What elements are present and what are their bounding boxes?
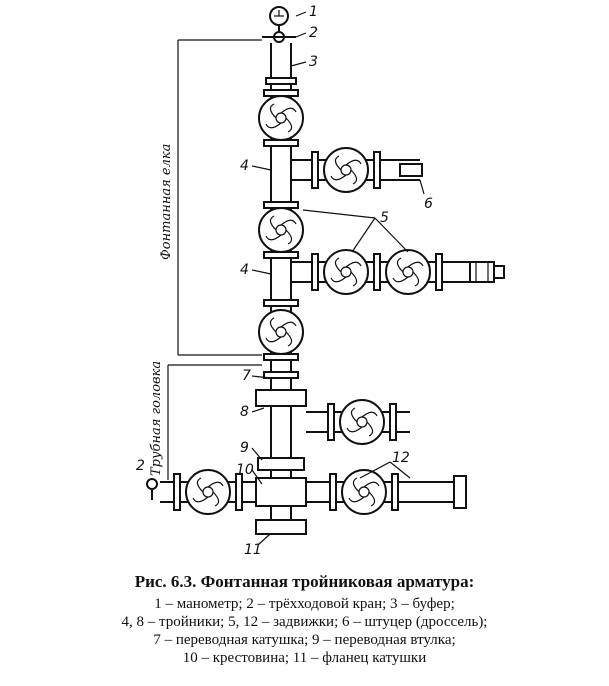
callout-4-lower: 4 [240, 262, 249, 278]
tubing-head-tee [255, 389, 410, 445]
callout-9: 9 [240, 440, 249, 456]
transition-spool [263, 371, 299, 379]
callout-3: 3 [309, 54, 318, 70]
transition-bushing [257, 457, 305, 471]
label-tubing-head: Трубная головка [149, 361, 164, 476]
callout-12: 12 [392, 450, 410, 466]
manometer [269, 6, 289, 33]
three-way-valve-top [262, 31, 296, 43]
lower-tee-branch [291, 249, 470, 295]
caption-line: 7 – переводная катушка; 9 – переводная в… [153, 632, 456, 648]
stem-valve-upper [258, 89, 304, 147]
leader-lines [251, 11, 425, 546]
cross-valve-right [329, 469, 467, 515]
callout-6: 6 [424, 196, 433, 212]
callout-1: 1 [309, 4, 318, 20]
caption-title: Рис. 6.3. Фонтанная тройниковая арматура… [134, 572, 475, 591]
caption-line: 1 – манометр; 2 – трёхходовой кран; 3 – … [154, 596, 455, 612]
stem-valve-lower [258, 299, 304, 361]
callout-10: 10 [236, 462, 254, 478]
callout-2-left: 2 [136, 458, 145, 474]
cross-valve-left [173, 469, 243, 515]
choke [469, 261, 505, 283]
caption-line: 10 – крестовина; 11 – фланец катушки [182, 650, 427, 666]
casing-flange [255, 506, 307, 535]
callout-4-upper: 4 [240, 158, 249, 174]
callout-5: 5 [380, 210, 389, 226]
stem-valve-middle [258, 201, 304, 259]
caption-line: 4, 8 – тройники; 5, 12 – задвижки; 6 – ш… [121, 614, 488, 630]
label-fountain-tree: Фонтанная елка [159, 144, 174, 260]
side-brackets [167, 39, 262, 480]
callout-2-top: 2 [309, 25, 318, 41]
buffer [265, 77, 297, 85]
callout-11: 11 [244, 542, 262, 558]
callout-8: 8 [240, 404, 249, 420]
three-way-valve-left [146, 478, 158, 500]
fountain-tree-diagram: 1 2 3 4 4 5 6 7 8 9 10 11 2 12 Фонтанная… [136, 4, 505, 558]
upper-tee-branch [291, 147, 423, 193]
figure-caption: Рис. 6.3. Фонтанная тройниковая арматура… [0, 572, 609, 667]
callout-7: 7 [242, 368, 251, 384]
